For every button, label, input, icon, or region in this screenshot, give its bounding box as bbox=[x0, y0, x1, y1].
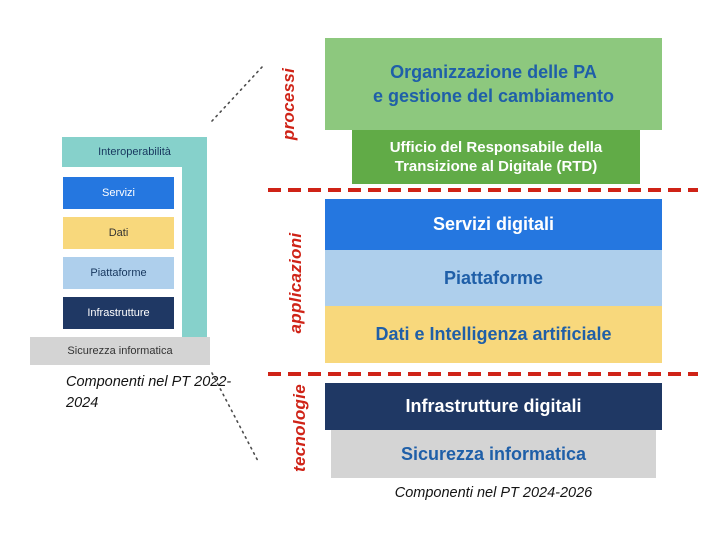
rtd-line2: Transizione al Digitale (RTD) bbox=[394, 158, 598, 175]
category-label-processi: processi bbox=[279, 67, 298, 141]
pt-2024-caption: Componenti nel PT 2024-2026 bbox=[394, 485, 593, 501]
pt-2022-caption-line2: PT 2022-2024 bbox=[66, 374, 232, 412]
rtd-box: Ufficio del Responsabile della Transizio… bbox=[352, 130, 640, 184]
dati-layer: Dati bbox=[63, 217, 174, 249]
infrastrutture-layer: Infrastrutture bbox=[63, 297, 174, 329]
dati-ia-box: Dati e Intelligenza artificiale bbox=[325, 306, 662, 363]
infrastrutture-digitali-box: Infrastrutture digitali bbox=[325, 383, 662, 430]
divider-applicazioni-tecnologie bbox=[268, 372, 698, 376]
dotted-connector-top bbox=[211, 65, 264, 122]
piattaforme-layer: Piattaforme bbox=[63, 257, 174, 289]
servizi-digitali-box: Servizi digitali bbox=[325, 199, 662, 250]
piattaforme-box: Piattaforme bbox=[325, 250, 662, 306]
rtd-line1: Ufficio del Responsabile della bbox=[389, 138, 603, 156]
interoperability-label: Interoperabilità bbox=[98, 146, 171, 158]
organizzazione-pa-line2: e gestione del cambiamento bbox=[372, 86, 615, 106]
divider-processi-applicazioni bbox=[268, 188, 698, 192]
sicurezza-informatica-box: Sicurezza informatica bbox=[331, 430, 656, 478]
organizzazione-pa-line1: Organizzazione delle PA bbox=[390, 61, 597, 82]
organizzazione-pa-box: Organizzazione delle PA e gestione del c… bbox=[325, 38, 662, 130]
pt-2022-caption: Componenti nel PT 2022-2024 bbox=[66, 372, 236, 414]
servizi-layer: Servizi bbox=[63, 177, 174, 209]
sicurezza-layer: Sicurezza informatica bbox=[30, 337, 210, 365]
category-label-applicazioni: applicazioni bbox=[286, 232, 305, 334]
category-label-tecnologie: tecnologie bbox=[290, 384, 309, 473]
pt-2022-caption-line1: Componenti nel bbox=[66, 374, 168, 390]
